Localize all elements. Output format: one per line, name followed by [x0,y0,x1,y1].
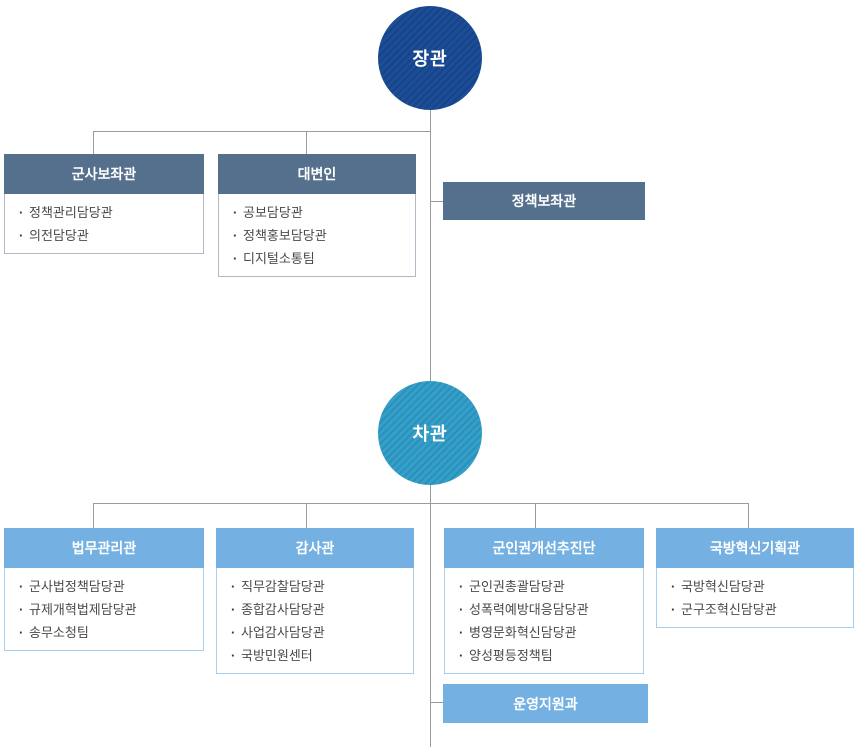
org-item: 공보담당관 [233,201,403,224]
vice-minister-node: 차관 [378,381,482,485]
connector-vertical-top [430,108,431,384]
org-item: 규제개혁법제담당관 [19,598,191,621]
connector-drop-human-rights [535,503,536,529]
org-item: 정책홍보담당관 [233,224,403,247]
org-item: 디지털소통팀 [233,247,403,270]
org-item: 송무소청팀 [19,621,191,644]
box-audit: 감사관 직무감찰담당관 종합감사담당관 사업감사담당관 국방민원센터 [216,528,414,674]
org-item: 의전담당관 [19,224,191,247]
box-military-aide-items: 정책관리담당관 의전담당관 [4,194,204,254]
connector-stub-ops-support [431,702,444,703]
vice-minister-label: 차관 [412,424,448,444]
minister-label: 장관 [412,49,448,69]
box-human-rights-items: 군인권총괄담당관 성폭력예방대응담당관 병영문화혁신담당관 양성평등정책팀 [444,568,644,674]
box-operations-support: 운영지원과 [443,684,648,723]
box-human-rights-title: 군인권개선추진단 [444,528,644,568]
box-spokesperson-title: 대변인 [218,154,416,194]
box-defense-innovation: 국방혁신기획관 국방혁신담당관 군구조혁신담당관 [656,528,854,628]
box-military-aide: 군사보좌관 정책관리담당관 의전담당관 [4,154,204,254]
box-audit-items: 직무감찰담당관 종합감사담당관 사업감사담당관 국방민원센터 [216,568,414,674]
box-spokesperson: 대변인 공보담당관 정책홍보담당관 디지털소통팀 [218,154,416,277]
org-item: 성폭력예방대응담당관 [459,598,631,621]
org-item: 군구조혁신담당관 [671,598,841,621]
org-item: 정책관리담당관 [19,201,191,224]
minister-node: 장관 [378,6,482,110]
connector-horizontal-top [93,131,431,132]
box-human-rights: 군인권개선추진단 군인권총괄담당관 성폭력예방대응담당관 병영문화혁신담당관 양… [444,528,644,674]
box-legal-affairs: 법무관리관 군사법정책담당관 규제개혁법제담당관 송무소청팀 [4,528,204,651]
box-audit-title: 감사관 [216,528,414,568]
org-item: 병영문화혁신담당관 [459,621,631,644]
box-defense-innovation-items: 국방혁신담당관 군구조혁신담당관 [656,568,854,628]
org-item: 국방혁신담당관 [671,575,841,598]
org-item: 양성평등정책팀 [459,644,631,667]
connector-drop-military-aide [93,131,94,155]
box-military-aide-title: 군사보좌관 [4,154,204,194]
connector-drop-innovation [748,503,749,529]
org-item: 국방민원센터 [231,644,401,667]
org-item: 종합감사담당관 [231,598,401,621]
box-policy-advisor: 정책보좌관 [443,182,645,220]
box-legal-affairs-title: 법무관리관 [4,528,204,568]
box-operations-support-title: 운영지원과 [443,684,648,723]
org-item: 사업감사담당관 [231,621,401,644]
connector-drop-legal [93,503,94,529]
org-item: 군인권총괄담당관 [459,575,631,598]
connector-drop-spokesperson [306,131,307,155]
box-defense-innovation-title: 국방혁신기획관 [656,528,854,568]
connector-vertical-bottom [430,484,431,747]
connector-horizontal-bottom [93,503,749,504]
box-policy-advisor-title: 정책보좌관 [443,182,645,220]
box-legal-affairs-items: 군사법정책담당관 규제개혁법제담당관 송무소청팀 [4,568,204,651]
org-item: 군사법정책담당관 [19,575,191,598]
box-spokesperson-items: 공보담당관 정책홍보담당관 디지털소통팀 [218,194,416,277]
connector-drop-audit [306,503,307,529]
org-item: 직무감찰담당관 [231,575,401,598]
connector-stub-policy-advisor [431,201,444,202]
